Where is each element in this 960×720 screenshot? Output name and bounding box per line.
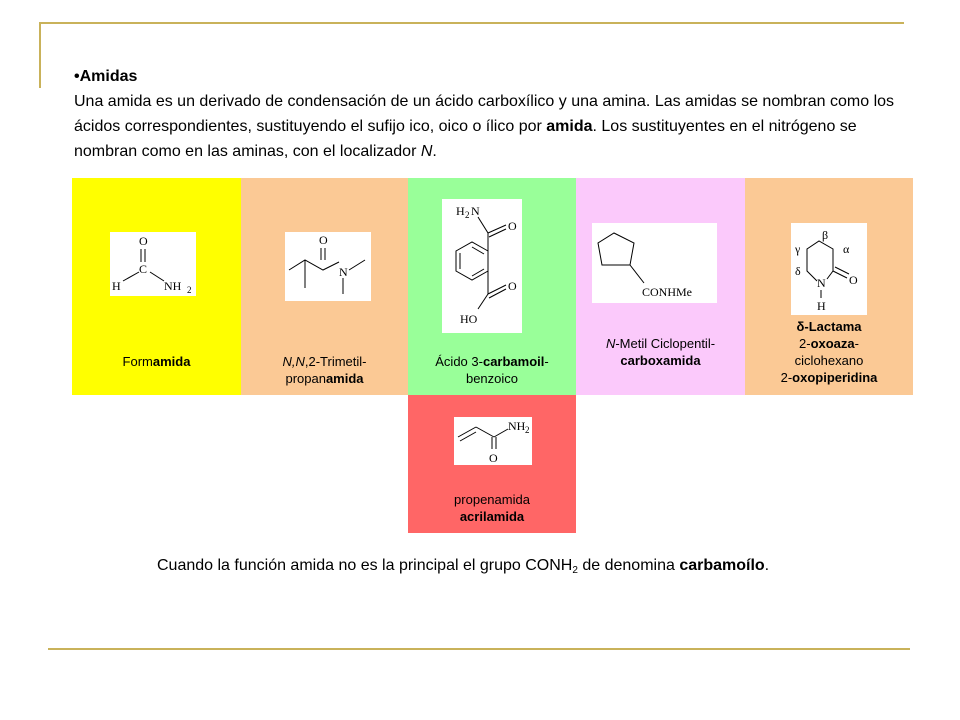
atom-sub: 2 [525,425,530,435]
atom-h: H [817,299,826,313]
atom-n: N [339,265,348,279]
intro-text: •Amidas Una amida es un derivado de cond… [74,64,904,164]
structure-lactama: β γ α δ N O H [791,223,867,315]
footer-sub: 2 [572,565,578,576]
atom-sub: 2 [187,285,192,295]
atom-beta: β [822,228,828,242]
atom-o: O [849,273,858,287]
atom-gamma: γ [794,242,801,256]
bullet: • [74,68,80,85]
caption-bold: amida [152,354,191,369]
bottom-border-line [48,648,910,650]
atom-o: O [319,233,328,247]
caption-formamida: Formamida [72,353,241,370]
caption-line3: ciclohexano [794,353,864,368]
caption-trimetil: N,N,2-Trimetil- propanamida [241,353,408,387]
structure-acrilamida: NH 2 O [454,417,532,465]
caption-bold: amida [325,371,364,386]
atom-h: H [112,279,121,293]
caption-bold: carboxamida [620,353,701,368]
atom-c: C [139,262,147,276]
caption-line1: -Metil Ciclopentil- [615,336,716,351]
atom-o: O [489,451,498,465]
caption-line1: Ácido 3- [435,354,483,369]
atom-nh: NH [164,279,182,293]
caption-line1: propenamida [454,492,530,507]
caption-italic: N [605,336,616,351]
caption-bold: acrilamida [459,509,525,524]
caption-delta: δ [796,319,805,334]
caption-acrilamida: propenamida acrilamida [408,491,576,525]
caption-bold: carbamoil [482,354,545,369]
caption-bold: oxopiperidina [792,370,878,385]
caption-bold: -Lactama [804,319,862,334]
caption-lactama: δ-Lactama 2-oxoaza- ciclohexano 2-oxopip… [745,318,913,386]
cell-carbamoil: H 2 N O O HO Ácido 3-carbamoil- benzoico [408,178,576,395]
cell-lactama: β γ α δ N O H δ-Lactama 2-oxoaza- cicloh… [745,178,913,395]
atom-sub: 2 [465,210,470,220]
top-border-line [39,22,904,24]
caption-line2: benzoico [465,371,519,386]
footer-text: Cuando la función amida no es la princip… [157,555,917,577]
atom-ho: HO [460,312,478,326]
cell-formamida: O C H NH 2 Formamida [72,178,241,395]
intro-bold-amida: amida [546,118,593,135]
atom-o: O [139,234,148,248]
structure-carbamoil: H 2 N O O HO [442,199,522,333]
caption-line1: ,2-Trimetil- [304,354,367,369]
caption-italic: N,N [282,354,305,369]
caption-bold: oxoaza [810,336,855,351]
atom-n: N [471,204,480,218]
caption-dash: - [544,354,549,369]
intro-p1-end: . Los sustituyentes en el nitrógeno se n… [74,118,857,160]
caption-part: Form [122,354,153,369]
cell-acrilamida: NH 2 O propenamida acrilamida [408,395,576,533]
structure-formamida: O C H NH 2 [110,232,196,296]
caption-carbamoil: Ácido 3-carbamoil- benzoico [408,353,576,387]
cell-ciclopentil: CONHMe N-Metil Ciclopentil- carboxamida [576,178,745,395]
atom-conhme: CONHMe [642,285,692,299]
atom-nh: NH [508,419,526,433]
caption-line2: propan [285,371,326,386]
section-heading: •Amidas [74,64,904,89]
atom-h: H [456,204,465,218]
heading-text: Amidas [79,68,138,85]
cell-trimetil: O N N,N,2-Trimetil- propanamida [241,178,408,395]
intro-italic-n: N [420,143,433,160]
structure-trimetil: O N [285,232,371,301]
structure-ciclopentil: CONHMe [592,223,717,303]
intro-p1: Una amida es un derivado de condensación… [74,93,895,135]
atom-o1: O [508,219,517,233]
caption-ciclopentil: N-Metil Ciclopentil- carboxamida [576,335,745,369]
intro-final: . [432,143,437,160]
left-border-line [39,22,41,88]
atom-o2: O [508,279,517,293]
footer-bold: carbamoílo [679,557,765,574]
caption-dash: - [854,336,859,351]
atom-n: N [817,276,826,290]
caption-line2: 2- [799,336,811,351]
atom-alpha: α [843,242,850,256]
footer-part-b: de denomina [577,557,680,574]
atom-delta: δ [795,264,801,278]
footer-part-a: Cuando la función amida no es la princip… [157,557,573,574]
caption-line4: 2- [780,370,793,385]
footer-end: . [764,557,770,574]
